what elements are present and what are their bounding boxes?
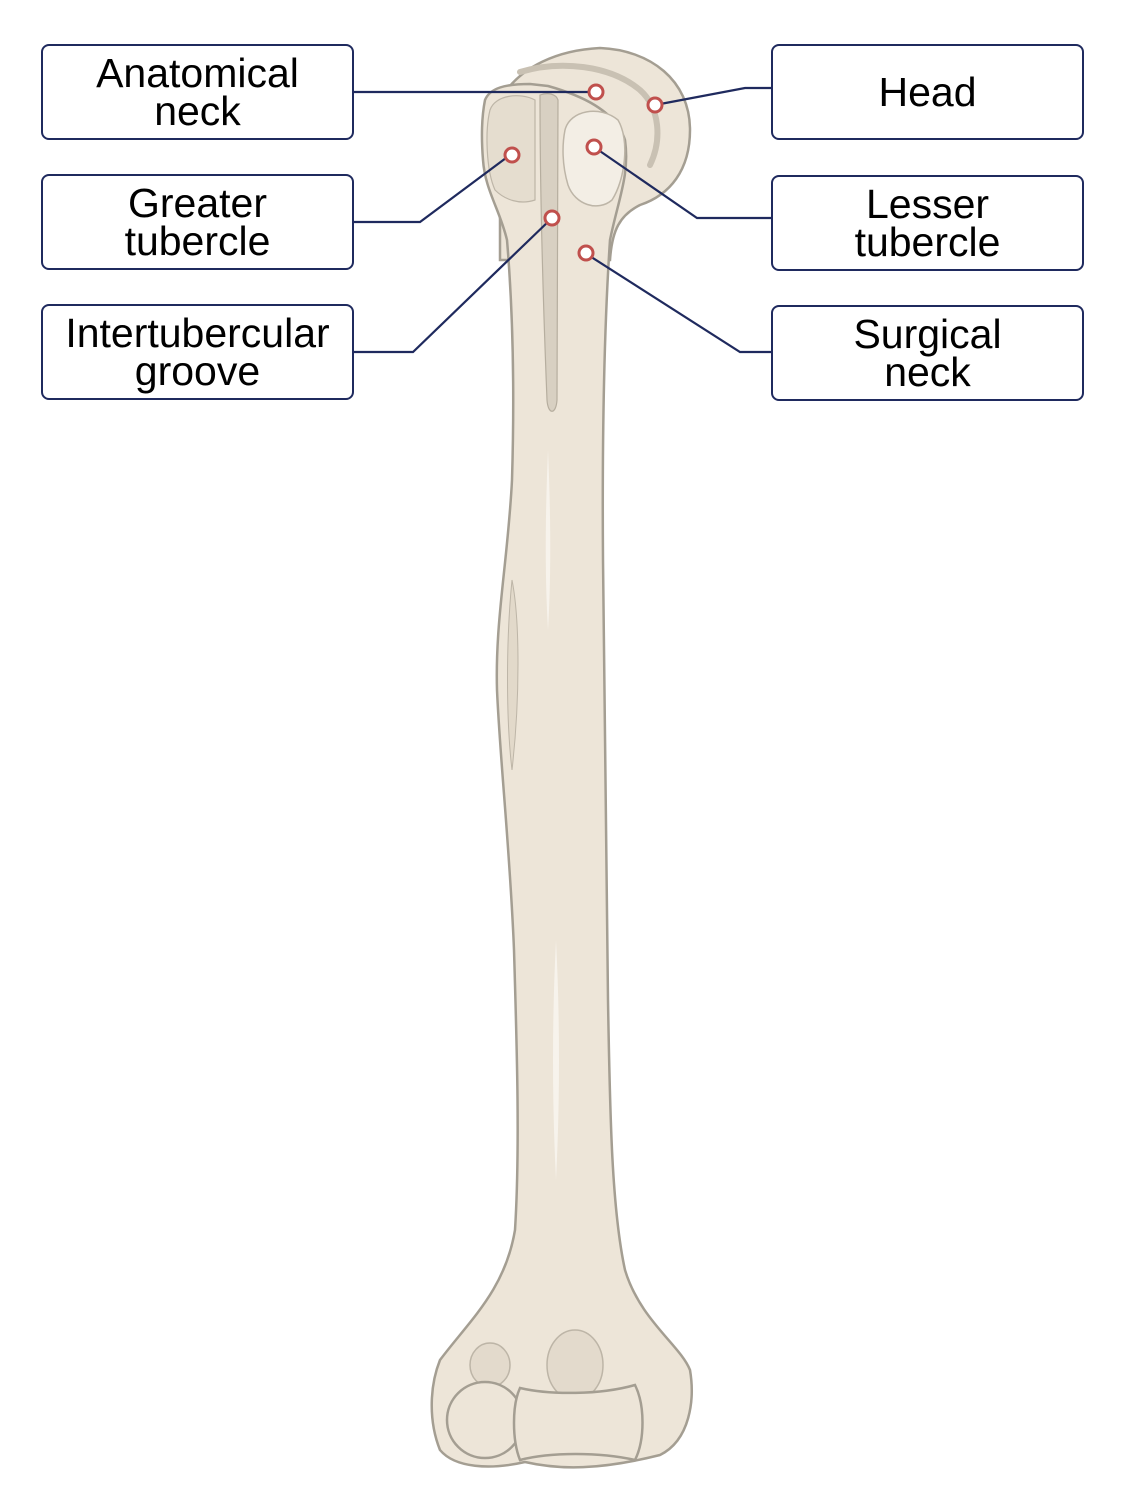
leader-head — [654, 86, 771, 107]
humerus-bone — [430, 46, 693, 1469]
label-anatomical-neck-line2: neck — [154, 88, 241, 134]
marker-lesser-tubercle — [585, 138, 603, 156]
capitulum — [445, 1380, 525, 1460]
lesser-tubercle-shape — [562, 110, 626, 207]
anatomical-neck-ridge — [517, 62, 661, 168]
marker-intertubercular-groove — [543, 209, 561, 227]
shaft-highlight-upper — [545, 450, 551, 630]
marker-surgical-neck — [577, 244, 595, 262]
label-head-line1: Head — [878, 69, 977, 115]
leader-lines — [354, 86, 771, 354]
label-surgical-neck: Surgical neck — [771, 305, 1084, 401]
leader-lesser-tubercle — [593, 146, 771, 220]
label-intertubercular-groove-line1: Intertubercular — [65, 310, 330, 356]
shaft-highlight-lower — [553, 940, 559, 1180]
label-greater-tubercle: Greater tubercle — [41, 174, 354, 270]
humeral-shaft — [430, 82, 693, 1469]
marker-anatomical-neck — [587, 83, 605, 101]
label-anatomical-neck-line1: Anatomical — [96, 50, 299, 96]
marker-head — [646, 96, 664, 114]
trochlea — [512, 1383, 644, 1462]
leader-surgical-neck — [584, 252, 771, 354]
coronoid-fossa — [546, 1329, 604, 1401]
leader-greater-tubercle — [354, 154, 511, 224]
marker-greater-tubercle — [503, 146, 521, 164]
label-surgical-neck-line1: Surgical — [853, 311, 1002, 357]
label-head: Head — [771, 44, 1084, 140]
label-lesser-tubercle-line1: Lesser — [865, 181, 990, 227]
label-anatomical-neck: Anatomical neck — [41, 44, 354, 140]
label-greater-tubercle-line2: tubercle — [124, 218, 271, 264]
label-intertubercular-groove-line2: groove — [134, 348, 261, 394]
deltoid-tuberosity — [507, 579, 519, 771]
label-lesser-tubercle: Lesser tubercle — [771, 175, 1084, 271]
label-lesser-tubercle-line2: tubercle — [854, 219, 1001, 265]
leader-intertubercular-groove — [354, 217, 553, 354]
label-greater-tubercle-line1: Greater — [128, 180, 267, 226]
label-intertubercular-groove: Intertubercular groove — [41, 304, 354, 400]
groove-shading — [539, 93, 559, 412]
label-surgical-neck-line2: neck — [884, 349, 971, 395]
radial-fossa — [469, 1342, 511, 1388]
markers — [503, 83, 664, 262]
